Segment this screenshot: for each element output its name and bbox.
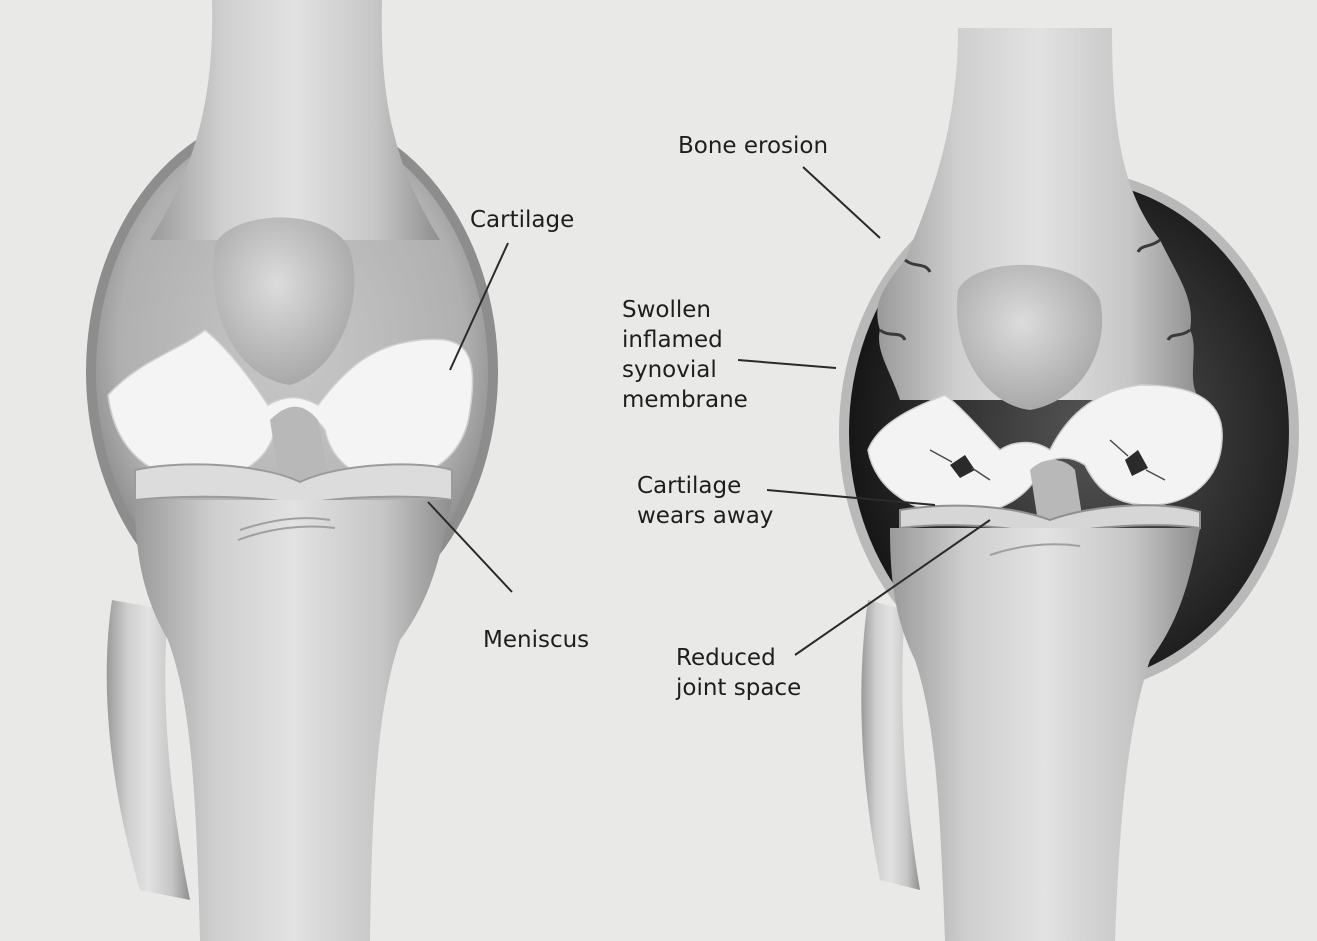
bone-erosion-leader-line (803, 167, 880, 238)
cartilage-label: Cartilage (470, 205, 574, 235)
synovial-leader-line (738, 360, 836, 368)
meniscus-label: Meniscus (483, 625, 589, 655)
arthritic-tibia (890, 528, 1200, 941)
healthy-femur (150, 0, 440, 240)
synovial-membrane-label: Swollen inflamed synovial membrane (622, 295, 748, 415)
bone-erosion-label: Bone erosion (678, 131, 828, 161)
healthy-knee (86, 0, 498, 941)
arthritic-knee (839, 28, 1299, 941)
reduced-joint-space-label: Reduced joint space (676, 643, 801, 703)
cartilage-wears-away-label: Cartilage wears away (637, 471, 773, 531)
